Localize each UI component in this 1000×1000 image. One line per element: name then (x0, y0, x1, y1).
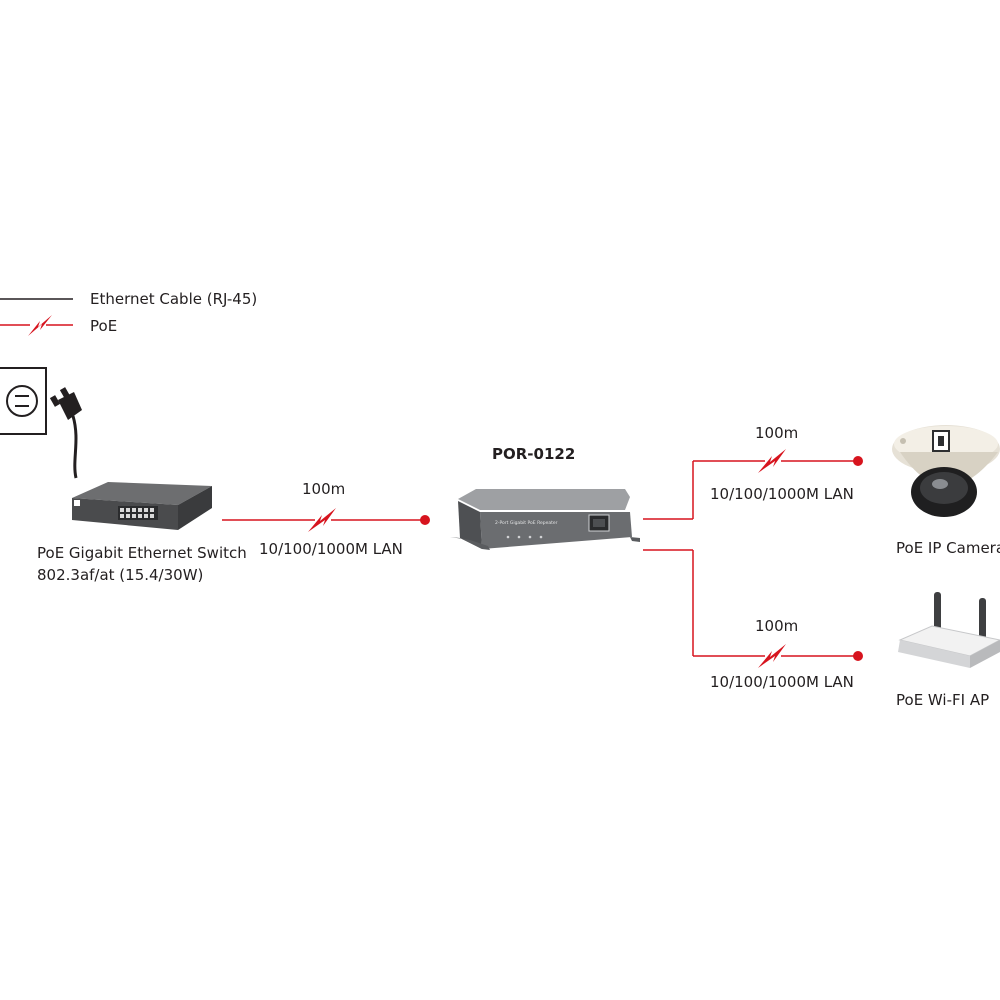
poe-link-repeater-camera (643, 449, 863, 520)
power-outlet-icon (0, 367, 47, 435)
ap-label: PoE Wi-FI AP (896, 691, 990, 709)
link3-distance: 100m (755, 617, 799, 635)
poe-link-repeater-ap (643, 549, 863, 668)
poe-link-switch-repeater (222, 508, 430, 532)
poe-switch-icon (72, 482, 212, 530)
link1-speed: 10/100/1000M LAN (259, 540, 403, 558)
repeater-title: POR-0122 (492, 445, 576, 463)
switch-label: PoE Gigabit Ethernet Switch (37, 544, 247, 562)
link1-distance: 100m (302, 480, 346, 498)
camera-label: PoE IP Camera (896, 539, 1000, 557)
power-plug-icon (49, 387, 82, 479)
poe-repeater-icon (450, 489, 640, 550)
legend-poe-line (0, 315, 73, 336)
legend-ethernet-label: Ethernet Cable (RJ-45) (90, 290, 258, 308)
repeater-panel-text: 2-Port Gigabit PoE Repeater (495, 520, 558, 526)
switch-standard-label: 802.3af/at (15.4/30W) (37, 566, 204, 584)
link3-speed: 10/100/1000M LAN (710, 673, 854, 691)
link2-speed: 10/100/1000M LAN (710, 485, 854, 503)
link2-distance: 100m (755, 424, 799, 442)
ip-camera-icon (892, 425, 1000, 517)
legend-poe-label: PoE (90, 317, 118, 335)
wifi-ap-icon (898, 592, 1000, 668)
